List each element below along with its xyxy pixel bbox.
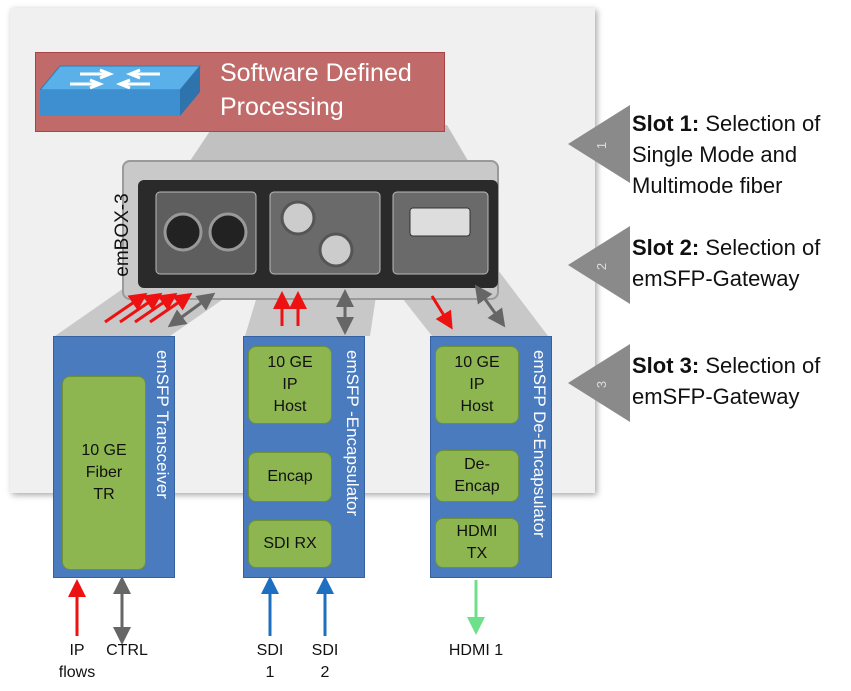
de-encap-line2: Encap bbox=[454, 478, 500, 495]
dec-host-line3: Host bbox=[460, 398, 494, 415]
sdi1-line2: 1 bbox=[265, 664, 275, 681]
slot3-callout-arrow bbox=[568, 344, 630, 422]
sdi2-line1: SDI bbox=[311, 642, 339, 659]
sdi-connector-1-icon bbox=[280, 200, 316, 236]
dec-host-line1: 10 GE bbox=[454, 354, 500, 371]
fiber-tr-line3: TR bbox=[93, 486, 115, 503]
enc-host-line2: IP bbox=[282, 376, 298, 393]
slot1-text3: Multimode fiber bbox=[632, 173, 783, 198]
slot1-description: Slot 1: Selection of Single Mode and Mul… bbox=[632, 108, 847, 201]
fiber-port-cage bbox=[155, 191, 257, 275]
slot2-description: Slot 2: Selection of emSFP-Gateway bbox=[632, 232, 847, 294]
slot1-number: 1 bbox=[594, 141, 610, 150]
sdp-line1: Software Defined bbox=[220, 59, 412, 87]
ip-label: IP bbox=[69, 642, 85, 659]
slot1-callout-arrow bbox=[568, 105, 630, 183]
sdi1-label: SDI 1 bbox=[245, 640, 295, 684]
slot3-number: 3 bbox=[594, 380, 610, 389]
slot2-text1: Selection of bbox=[699, 235, 821, 260]
fiber-tr-block: 10 GE Fiber TR bbox=[62, 376, 146, 570]
software-defined-processing-box bbox=[35, 52, 445, 132]
sdi-rx-block: SDI RX bbox=[248, 520, 332, 568]
hdmi1-label: HDMI 1 bbox=[448, 642, 504, 659]
slot2-text2: emSFP-Gateway bbox=[632, 266, 800, 291]
slot1-title: Slot 1: bbox=[632, 111, 700, 136]
ip-flows-label: IP flows bbox=[47, 640, 107, 684]
sdi-connector-2-icon bbox=[318, 232, 354, 268]
slot2-number: 2 bbox=[594, 262, 610, 271]
enc-host-line1: 10 GE bbox=[267, 354, 313, 371]
sdi1-line1: SDI bbox=[256, 642, 284, 659]
slot1-text1: Selection of bbox=[699, 111, 821, 136]
slot3-title: Slot 3: bbox=[632, 353, 700, 378]
encapsulator-ip-host-block: 10 GE IP Host bbox=[248, 346, 332, 424]
hdmi-tx-line2: TX bbox=[466, 545, 488, 562]
fiber-port-left-icon bbox=[163, 212, 203, 252]
transceiver-label: emSFP Transceiver bbox=[153, 350, 172, 499]
fiber-port-right-icon bbox=[208, 212, 248, 252]
de-encap-block: De- Encap bbox=[435, 450, 519, 502]
fiber-tr-line1: 10 GE bbox=[81, 442, 127, 459]
flows-label: flows bbox=[58, 664, 96, 681]
encap-block: Encap bbox=[248, 452, 332, 502]
decapsulator-label: emSFP De-Encapsulator bbox=[530, 350, 549, 538]
slot2-callout-arrow bbox=[568, 226, 630, 304]
slot3-text1: Selection of bbox=[699, 353, 821, 378]
hdmi-tx-block: HDMI TX bbox=[435, 518, 519, 568]
decapsulator-ip-host-block: 10 GE IP Host bbox=[435, 346, 519, 424]
enc-host-line3: Host bbox=[273, 398, 307, 415]
hdmi-tx-line1: HDMI bbox=[456, 523, 498, 540]
sdp-line2: Processing bbox=[220, 93, 344, 121]
slot1-text2: Single Mode and bbox=[632, 142, 798, 167]
slot3-text2: emSFP-Gateway bbox=[632, 384, 800, 409]
sdp-title: Software Defined Processing bbox=[220, 56, 450, 124]
ctrl-label: CTRL bbox=[106, 642, 148, 659]
de-encap-line1: De- bbox=[464, 456, 490, 473]
sdi2-line2: 2 bbox=[320, 664, 330, 681]
sdi2-label: SDI 2 bbox=[300, 640, 350, 684]
fiber-tr-line2: Fiber bbox=[85, 464, 123, 481]
encapsulator-label: emSFP -Encapsulator bbox=[343, 350, 362, 516]
hdmi-connector-icon bbox=[409, 207, 471, 237]
dec-host-line2: IP bbox=[469, 376, 485, 393]
device-ports bbox=[155, 191, 489, 275]
network-switch-icon bbox=[40, 65, 202, 116]
slot3-description: Slot 3: Selection of emSFP-Gateway bbox=[632, 350, 847, 412]
slot2-title: Slot 2: bbox=[632, 235, 700, 260]
